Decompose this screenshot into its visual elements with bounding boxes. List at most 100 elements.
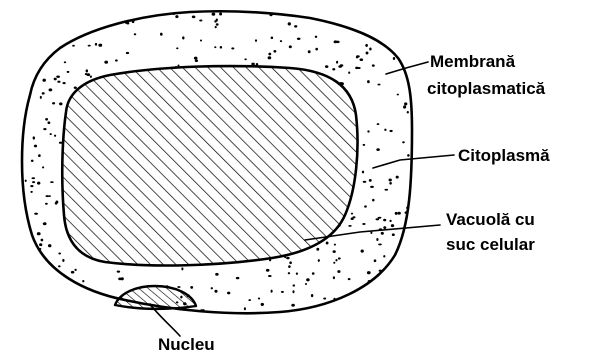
cytoplasm-dot <box>364 205 367 207</box>
cytoplasm-dot <box>351 217 354 220</box>
cytoplasm-dot <box>58 265 61 267</box>
cytoplasm-dot <box>392 233 395 236</box>
cytoplasm-dot <box>45 203 48 205</box>
cytoplasm-dot <box>39 243 42 246</box>
cytoplasm-dot <box>389 178 392 181</box>
nucleus-shape <box>115 286 196 309</box>
cytoplasm-dot <box>377 123 380 125</box>
cytoplasm-dot <box>312 272 315 275</box>
cytoplasm-dot <box>214 20 216 23</box>
cytoplasm-dot <box>132 20 135 23</box>
cytoplasm-dot <box>333 262 335 264</box>
cytoplasm-dot <box>337 270 340 273</box>
cytoplasm-dot <box>195 59 198 62</box>
cytoplasm-dot <box>86 69 89 72</box>
cytoplasm-dot <box>293 284 296 286</box>
cytoplasm-dot <box>42 166 44 168</box>
cytoplasm-dot <box>398 212 401 215</box>
cytoplasm-dot <box>115 59 118 61</box>
cytoplasm-dot <box>374 259 377 262</box>
cytoplasm-dot <box>296 272 298 275</box>
cytoplasm-dot <box>215 26 217 28</box>
cytoplasm-dot <box>389 220 391 222</box>
cytoplasm-dot <box>407 111 409 113</box>
cytoplasm-dot <box>336 61 338 64</box>
cytoplasm-dot <box>336 41 340 44</box>
cytoplasm-dot <box>82 280 84 282</box>
cytoplasm-dot <box>42 92 45 95</box>
cytoplasm-dot <box>255 39 257 42</box>
cytoplasm-dot <box>231 47 234 49</box>
cytoplasm-dot <box>67 71 70 73</box>
cytoplasm-dot <box>308 50 311 53</box>
cytoplasm-dot <box>288 272 290 274</box>
cytoplasm-dot <box>57 81 60 83</box>
cytoplasm-dot <box>286 257 290 260</box>
cytoplasm-dot <box>381 232 384 235</box>
cytoplasm-dot <box>48 195 51 197</box>
cytoplasm-dot <box>383 255 385 258</box>
cytoplasm-dot <box>50 133 52 135</box>
cytoplasm-dot <box>405 211 408 214</box>
cytoplasm-dot <box>372 199 374 202</box>
cytoplasm-dot <box>375 218 379 220</box>
cytoplasm-dot <box>306 278 310 281</box>
cytoplasm-dot <box>292 290 294 293</box>
cytoplasm-dot <box>261 303 264 306</box>
cytoplasm-dot <box>266 269 270 272</box>
cytoplasm-dot <box>54 135 56 137</box>
cytoplasm-dot <box>376 238 378 241</box>
cytoplasm-dot <box>348 72 350 74</box>
cytoplasm-dot <box>271 36 274 39</box>
cytoplasm-dot <box>332 68 335 70</box>
cytoplasm-dot <box>403 105 406 108</box>
nucleus-label: Nucleu <box>158 335 215 354</box>
cytoplasm-dot <box>288 22 291 25</box>
cytoplasm-dot <box>363 144 366 146</box>
cytoplasm-dot <box>199 20 202 22</box>
cytoplasm-dot <box>338 65 342 67</box>
cytoplasm-dot <box>194 57 198 60</box>
cytoplasm-dot <box>294 25 297 27</box>
cytoplasm-dot <box>31 177 35 179</box>
cytoplasm-dot <box>39 248 41 250</box>
cytoplasm-dot <box>367 271 371 274</box>
cytoplasm-dot <box>37 182 40 185</box>
cytoplasm-dot <box>361 250 364 253</box>
cytoplasm-dot <box>244 307 246 310</box>
cytoplasm-dot <box>404 102 407 105</box>
cytoplasm-dot <box>71 271 75 274</box>
cytoplasm-dot <box>121 277 124 280</box>
cytoplasm-dot <box>338 257 341 259</box>
cytoplasm-dot <box>395 212 398 215</box>
cytoplasm-dot <box>268 56 272 59</box>
cytoplasm-dot <box>335 259 337 261</box>
cytoplasm-dot <box>33 136 35 139</box>
cytoplasm-label: Citoplasmă <box>458 146 550 165</box>
cytoplasm-dot <box>325 65 328 68</box>
cytoplasm-dot <box>402 141 405 143</box>
cytoplasm-dot <box>333 298 335 301</box>
cytoplasm-dot <box>175 15 178 18</box>
cytoplasm-dot <box>56 76 60 78</box>
cytoplasm-dot <box>355 67 358 70</box>
cytoplasm-dot <box>367 80 370 83</box>
vacuole-shape <box>62 66 357 265</box>
cytoplasm-dot <box>98 44 102 47</box>
cytoplasm-dot <box>273 50 276 53</box>
cytoplasm-dot <box>25 180 27 183</box>
cytoplasm-dot <box>49 88 53 91</box>
cytoplasm-dot <box>379 270 382 272</box>
cytoplasm-dot <box>348 225 351 227</box>
cytoplasm-dot <box>258 298 260 300</box>
cytoplasm-dot <box>372 64 375 66</box>
vacuole-label-line1: Vacuolă cu <box>446 210 535 229</box>
cytoplasm-dot <box>316 248 319 251</box>
cytoplasm-dot <box>370 186 374 188</box>
cytoplasm-dot <box>181 267 183 270</box>
cytoplasm-dot <box>268 53 271 56</box>
cytoplasm-dot <box>30 185 33 187</box>
cytoplasm-dot <box>211 287 213 289</box>
cytoplasm-dot <box>369 179 371 181</box>
cytoplasm-dot <box>362 223 365 225</box>
